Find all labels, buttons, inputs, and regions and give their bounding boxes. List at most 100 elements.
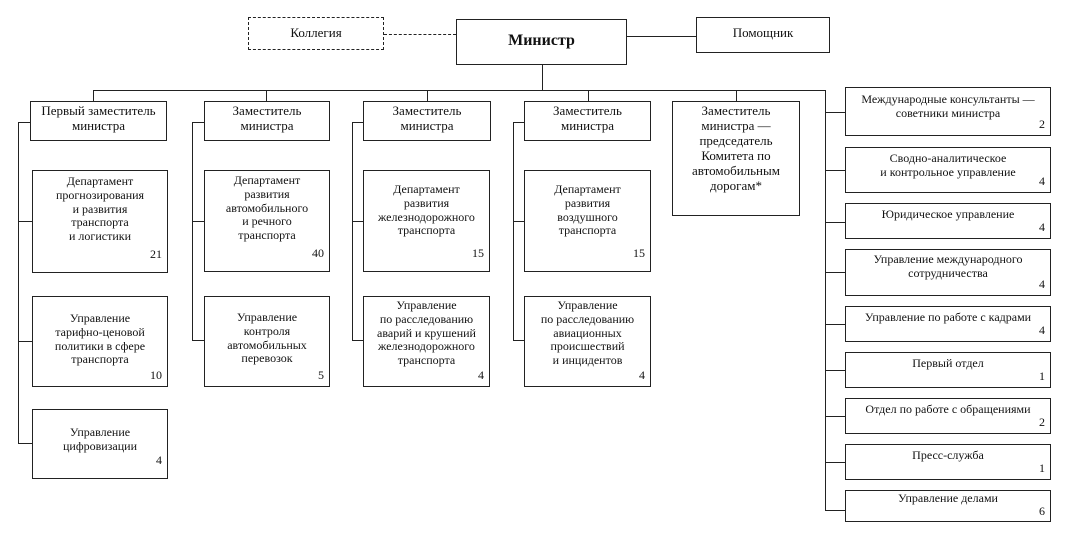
minister-label: Министр: [508, 32, 575, 49]
direct-unit-7-link: [825, 416, 845, 417]
deputy-2-spine: [192, 122, 193, 340]
deputy-2-stub: [192, 122, 204, 123]
deputy-1-unit-1-title: Департамент прогнозирования и развития т…: [55, 174, 145, 244]
deputy-3-unit-1-count: 15: [472, 246, 484, 260]
direct-unit-4-title: Управление международного сотрудничества: [873, 252, 1023, 280]
direct-unit-2-box: Сводно-аналитическое и контрольное управ…: [845, 147, 1051, 193]
deputy-3-stub: [352, 122, 363, 123]
deputy-1-spine: [18, 122, 19, 444]
deputy-4-stub: [513, 122, 524, 123]
direct-unit-3-title: Юридическое управление: [881, 207, 1015, 221]
deputy-2-unit-1-box: Департамент развития автомобильного и ре…: [204, 170, 330, 272]
direct-unit-4-box: Управление международного сотрудничества…: [845, 249, 1051, 296]
direct-unit-6-box: Первый отдел 1: [845, 352, 1051, 388]
deputy-2-unit-1-link: [192, 221, 204, 222]
deputy-3-box: Заместитель министра: [363, 101, 491, 141]
deputy-2-unit-2-link: [192, 340, 204, 341]
deputy-3-drop: [427, 90, 428, 101]
deputy-4-drop: [588, 90, 589, 101]
deputy-1-unit-2-title: Управление тарифно-ценовой политики в сф…: [54, 311, 146, 367]
direct-unit-7-title: Отдел по работе с обращениями: [865, 402, 1031, 416]
deputy-4-unit-2-box: Управление по расследованию авиационных …: [524, 296, 651, 387]
deputy-2-box: Заместитель министра: [204, 101, 330, 141]
direct-unit-2-link: [825, 170, 845, 171]
deputy-1-unit-1-box: Департамент прогнозирования и развития т…: [32, 170, 168, 273]
direct-unit-8-title: Пресс-служба: [912, 448, 984, 462]
deputy-1-unit-1-count: 21: [150, 247, 162, 261]
deputy-3-unit-1-box: Департамент развития железнодорожного тр…: [363, 170, 490, 272]
main-bus: [93, 90, 825, 91]
collegium-label: Коллегия: [290, 25, 342, 40]
direct-unit-7-count: 2: [1039, 415, 1045, 429]
direct-unit-3-count: 4: [1039, 220, 1045, 234]
direct-unit-2-title: Сводно-аналитическое и контрольное управ…: [880, 151, 1016, 179]
direct-units-spine: [825, 90, 826, 511]
deputy-3-unit-1-title: Департамент развития железнодорожного тр…: [378, 182, 475, 238]
deputy-1-unit-3-title: Управление цифровизации: [62, 425, 138, 453]
assistant-label: Помощник: [732, 25, 794, 40]
deputy-2-title: Заместитель министра: [232, 103, 302, 133]
deputy-2-unit-2-count: 5: [318, 368, 324, 382]
deputy-4-unit-1-link: [513, 221, 524, 222]
deputy-5-drop: [736, 90, 737, 101]
deputy-1-unit-3-link: [18, 443, 32, 444]
deputy-2-unit-1-title: Департамент развития автомобильного и ре…: [225, 173, 309, 243]
direct-unit-5-count: 4: [1039, 323, 1045, 337]
deputy-1-unit-1-link: [18, 221, 32, 222]
direct-unit-8-link: [825, 462, 845, 463]
deputy-4-box: Заместитель министра: [524, 101, 651, 141]
direct-unit-1-count: 2: [1039, 117, 1045, 131]
deputy-1-stub: [18, 122, 30, 123]
direct-unit-8-box: Пресс-служба 1: [845, 444, 1051, 480]
direct-unit-9-title: Управление делами: [898, 491, 998, 505]
deputy-3-unit-2-link: [352, 340, 363, 341]
direct-unit-4-count: 4: [1039, 277, 1045, 291]
direct-unit-1-box: Международные консультанты — советники м…: [845, 87, 1051, 136]
deputy-1-unit-2-link: [18, 341, 32, 342]
deputy-3-unit-2-title: Управление по расследованию аварий и кру…: [377, 298, 476, 368]
direct-unit-3-link: [825, 222, 845, 223]
minister-box: Министр: [456, 19, 627, 65]
direct-unit-5-link: [825, 324, 845, 325]
deputy-3-unit-2-box: Управление по расследованию аварий и кру…: [363, 296, 490, 387]
direct-unit-8-count: 1: [1039, 461, 1045, 475]
direct-unit-6-count: 1: [1039, 369, 1045, 383]
collegium-connector: [384, 34, 456, 35]
direct-unit-7-box: Отдел по работе с обращениями 2: [845, 398, 1051, 434]
direct-unit-9-box: Управление делами 6: [845, 490, 1051, 522]
deputy-4-unit-1-count: 15: [633, 246, 645, 260]
deputy-1-unit-2-box: Управление тарифно-ценовой политики в сф…: [32, 296, 168, 387]
minister-down-line: [542, 65, 543, 90]
direct-unit-9-link: [825, 510, 845, 511]
deputy-4-unit-1-box: Департамент развития воздушного транспор…: [524, 170, 651, 272]
deputy-3-title: Заместитель министра: [392, 103, 462, 133]
direct-unit-3-box: Юридическое управление 4: [845, 203, 1051, 239]
deputy-4-unit-2-count: 4: [639, 368, 645, 382]
deputy-1-title: Первый заместитель министра: [41, 103, 156, 133]
assistant-connector: [627, 36, 696, 37]
deputy-1-unit-3-count: 4: [156, 453, 162, 467]
deputy-1-drop: [93, 90, 94, 101]
deputy-4-spine: [513, 122, 514, 340]
direct-unit-5-title: Управление по работе с кадрами: [864, 310, 1032, 324]
deputy-3-spine: [352, 122, 353, 340]
deputy-3-unit-1-link: [352, 221, 363, 222]
deputy-2-unit-2-title: Управление контроля автомобильных перево…: [227, 310, 307, 366]
direct-unit-6-link: [825, 370, 845, 371]
direct-unit-2-count: 4: [1039, 174, 1045, 188]
deputy-5-title: Заместитель министра — председатель Коми…: [692, 103, 780, 193]
direct-unit-1-link: [825, 112, 845, 113]
deputy-4-unit-1-title: Департамент развития воздушного транспор…: [554, 182, 621, 238]
deputy-4-unit-2-title: Управление по расследованию авиационных …: [540, 298, 635, 368]
direct-unit-1-title: Международные консультанты — советники м…: [861, 92, 1035, 120]
direct-unit-9-count: 6: [1039, 504, 1045, 518]
deputy-1-unit-3-box: Управление цифровизации 4: [32, 409, 168, 479]
deputy-2-drop: [266, 90, 267, 101]
deputy-1-unit-2-count: 10: [150, 368, 162, 382]
deputy-4-title: Заместитель министра: [553, 103, 622, 133]
deputy-4-unit-2-link: [513, 340, 524, 341]
collegium-box: Коллегия: [248, 17, 384, 50]
deputy-2-unit-1-count: 40: [312, 246, 324, 260]
direct-unit-6-title: Первый отдел: [912, 356, 984, 370]
